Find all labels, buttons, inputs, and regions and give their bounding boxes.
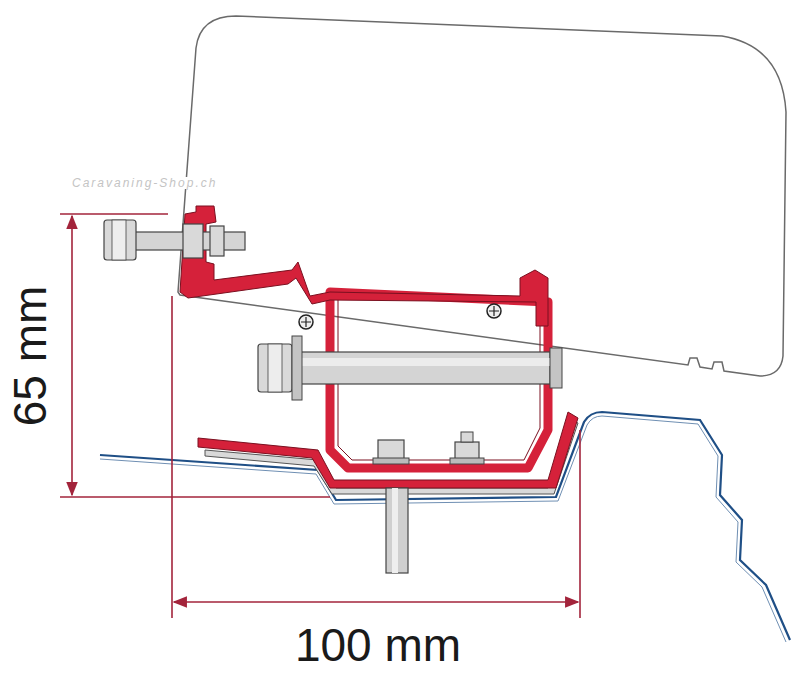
bolt-head: [104, 220, 136, 260]
dimension-lines: [60, 214, 580, 618]
nut: [455, 442, 479, 460]
awning-housing: [178, 16, 786, 376]
awning-rail: [180, 206, 548, 326]
nut: [258, 344, 292, 392]
dimension-label: 100 mm: [295, 622, 461, 668]
watermark: Caravaning-Shop.ch: [70, 177, 219, 189]
roof-bolt: [386, 488, 408, 573]
vehicle-roof: [100, 412, 790, 640]
screw: [487, 304, 501, 318]
dimension-label: 65 mm: [7, 286, 53, 427]
lower-bracket: [198, 412, 578, 488]
cross-bolt: [300, 352, 550, 384]
nut: [183, 224, 203, 258]
screw: [299, 315, 313, 329]
vehicle-roof-inner: [100, 416, 786, 642]
